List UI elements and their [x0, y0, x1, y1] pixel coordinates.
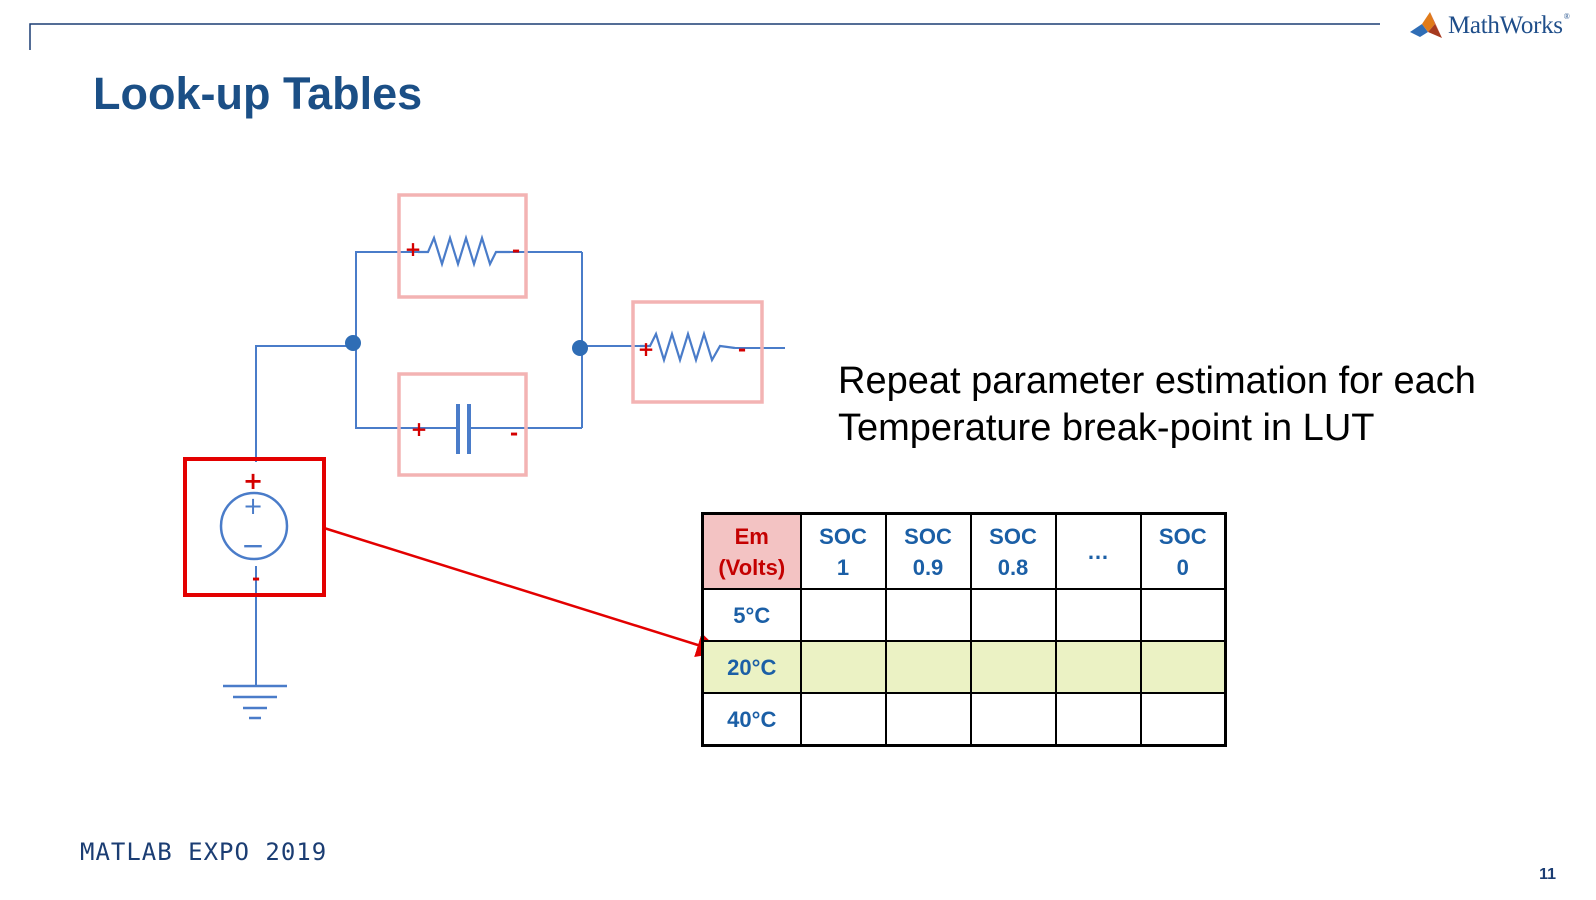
page-number: 11: [1539, 866, 1556, 883]
junction-right: [572, 340, 588, 356]
svg-text:−: −: [241, 529, 264, 562]
lut-cell: [1054, 692, 1142, 747]
lut-cell: [969, 588, 1057, 642]
r0-highlight-box: [631, 300, 764, 404]
lut-row-header: 40°C: [701, 692, 802, 747]
lut-cell: [1054, 640, 1142, 694]
lut-col-header: …: [1054, 512, 1142, 590]
lut-cell: [884, 640, 972, 694]
capacitor-icon: [420, 404, 500, 454]
pointer-arrow: [323, 526, 722, 657]
cap-minus-terminal: -: [510, 421, 518, 445]
footer-event-name: MATLAB EXPO 2019: [80, 838, 328, 866]
lut-row-header: 20°C: [701, 640, 802, 694]
voltage-source-highlight-box: [183, 457, 326, 597]
lut-cell: [1139, 692, 1227, 747]
source-minus-terminal: -: [252, 566, 260, 590]
lut-cell: [799, 640, 887, 694]
r0-minus-terminal: -: [738, 337, 746, 361]
description-line-1: Repeat parameter estimation for each: [838, 360, 1476, 402]
logo-text: MathWorks®: [1448, 12, 1570, 39]
cap-plus-terminal: +: [411, 417, 428, 441]
membrane-logo-icon: [1410, 12, 1442, 38]
junction-left: [345, 335, 361, 351]
lut-cell: [969, 692, 1057, 747]
lut-corner-cell: Em(Volts): [701, 512, 802, 590]
lut-cell: [799, 588, 887, 642]
svg-text:+: +: [243, 492, 263, 520]
description-text: Repeat parameter estimation for each Tem…: [838, 358, 1558, 452]
source-plus-terminal: +: [243, 467, 263, 495]
lut-cell: [799, 692, 887, 747]
capacitor-highlight-box: [397, 372, 528, 477]
resistor-r0-icon: [640, 330, 736, 364]
mathworks-logo: MathWorks®: [1408, 8, 1570, 44]
r1-plus-terminal: +: [405, 237, 422, 261]
lut-cell: [1054, 588, 1142, 642]
description-line-2: Temperature break-point in LUT: [838, 407, 1375, 449]
lut-cell: [969, 640, 1057, 694]
r0-plus-terminal: +: [638, 337, 655, 361]
header-rule: [29, 23, 1380, 50]
voltage-source-icon: + −: [219, 491, 289, 562]
lut-row-header: 5°C: [701, 588, 802, 642]
resistor-r1-icon: [418, 234, 510, 268]
r1-highlight-box: [397, 193, 528, 299]
lut-cell: [884, 692, 972, 747]
lut-row-highlighted: 20°C: [701, 640, 1227, 694]
lut-row: 40°C: [701, 692, 1227, 747]
slide-title: Look-up Tables: [93, 68, 423, 119]
lut-cell: [1139, 588, 1227, 642]
lut-cell: [1139, 640, 1227, 694]
r1-minus-terminal: -: [512, 238, 520, 262]
lut-row: 5°C: [701, 588, 1227, 642]
lut-cell: [884, 588, 972, 642]
ground-icon: [223, 684, 287, 720]
